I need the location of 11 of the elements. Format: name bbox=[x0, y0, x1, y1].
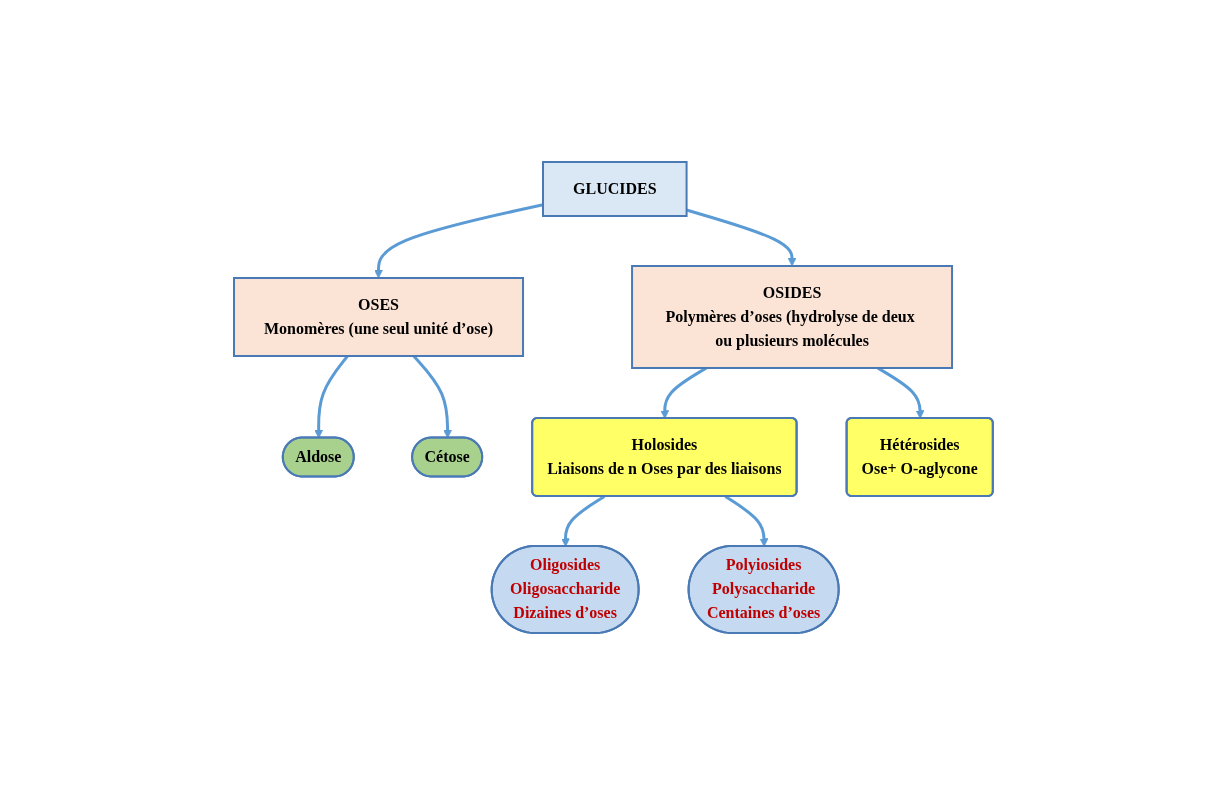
arrow bbox=[314, 354, 349, 438]
arrow bbox=[660, 366, 708, 419]
node-box: OSIDES Polymères d’oses (hydrolyse de deux ou plusieurs molécules bbox=[631, 264, 954, 369]
arrow bbox=[686, 208, 797, 266]
arrow bbox=[374, 202, 544, 278]
node-box: GLUCIDES bbox=[542, 160, 688, 217]
arrow bbox=[724, 494, 769, 547]
arrow bbox=[877, 366, 925, 419]
arrow bbox=[412, 354, 453, 438]
arrow bbox=[561, 494, 606, 547]
node-box: OSES Monomères (une seul unité d’ose) bbox=[233, 276, 525, 357]
